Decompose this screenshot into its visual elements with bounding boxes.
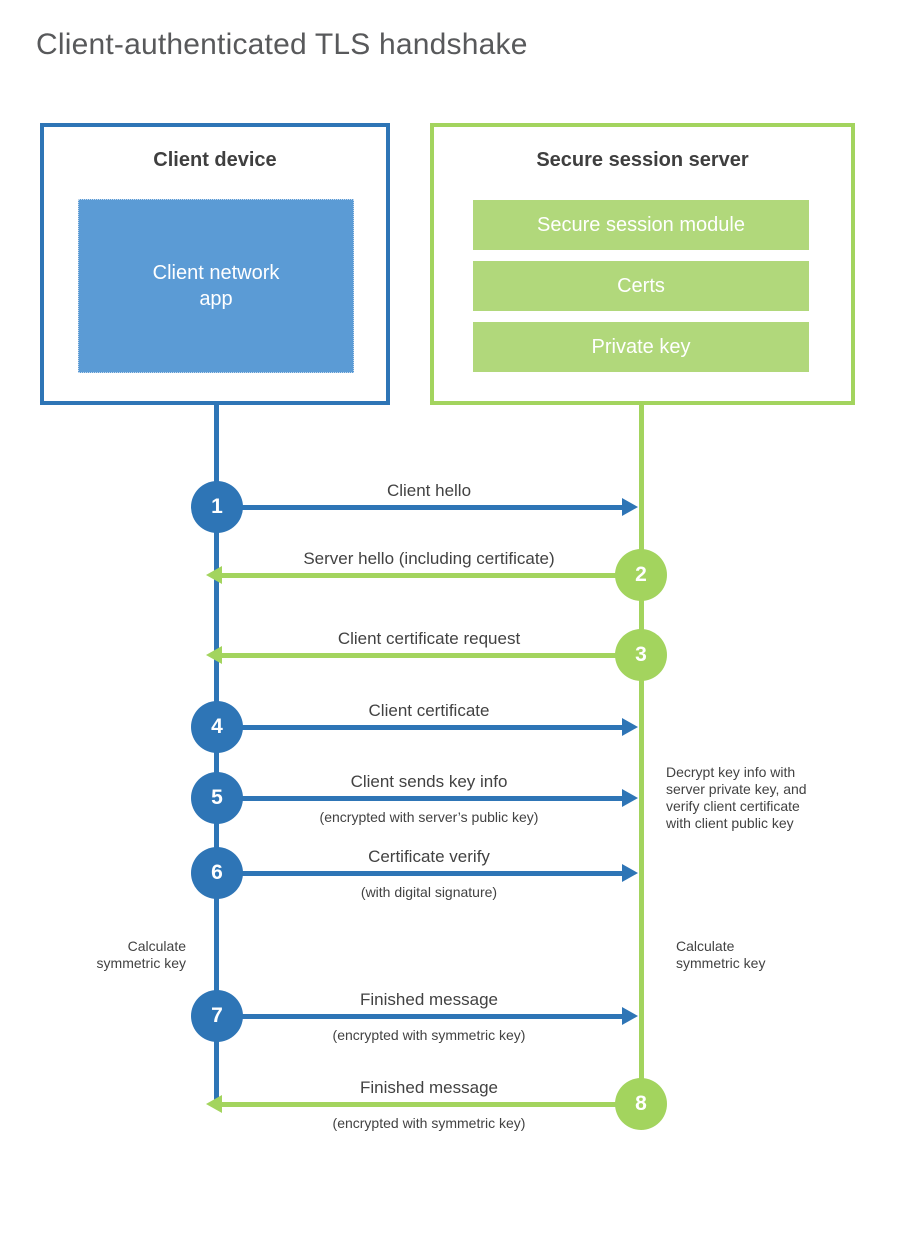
step3-arrowhead-left-icon: [206, 646, 222, 664]
decrypt-note-line: server private key, and: [666, 781, 807, 797]
step5-label: Client sends key info: [350, 772, 508, 791]
step3-arrow-line: [220, 653, 641, 658]
step6-arrow-line: [217, 871, 624, 876]
page-title: Client-authenticated TLS handshake: [36, 28, 528, 61]
step6-sublabel: (with digital signature): [360, 884, 498, 900]
step6-arrowhead-right-icon: [622, 864, 638, 882]
calc-note-line: Calculate: [127, 938, 186, 954]
step3-label: Client certificate request: [337, 629, 521, 648]
step6-label: Certificate verify: [368, 847, 490, 866]
client-lifeline: [214, 404, 219, 1104]
step8-sublabel: (encrypted with symmetric key): [332, 1115, 526, 1131]
step2-circle: 2: [615, 549, 667, 601]
client-network-app-box: Client network app: [78, 199, 354, 373]
step6-circle: 6: [191, 847, 243, 899]
server-module-certs: Certs: [473, 261, 809, 311]
decrypt-note-line: with client public key: [666, 815, 794, 831]
server-lifeline: [639, 404, 644, 1104]
decrypt-note: Decrypt key info with server private key…: [666, 764, 846, 832]
step4-arrow-line: [217, 725, 624, 730]
step8-label: Finished message: [360, 1078, 498, 1097]
step8-number: 8: [635, 1092, 647, 1115]
step2-label: Server hello (including certificate): [303, 549, 555, 568]
server-module-private-key: Private key: [473, 322, 809, 372]
decrypt-note-line: Decrypt key info with: [666, 764, 796, 780]
step4-number: 4: [211, 715, 223, 738]
step7-label: Finished message: [360, 990, 498, 1009]
step7-arrow-line: [217, 1014, 624, 1019]
step4-circle: 4: [191, 701, 243, 753]
step2-number: 2: [635, 563, 647, 586]
step2-arrow-line: [220, 573, 641, 578]
step5-arrowhead-right-icon: [622, 789, 638, 807]
step3-circle: 3: [615, 629, 667, 681]
step8-arrow-line: [220, 1102, 641, 1107]
step8-arrowhead-left-icon: [206, 1095, 222, 1113]
step5-number: 5: [211, 786, 223, 809]
client-device-heading: Client device: [153, 149, 277, 171]
step5-circle: 5: [191, 772, 243, 824]
step1-number: 1: [211, 495, 223, 518]
calculate-symmetric-key-note-client: Calculate symmetric key: [60, 938, 186, 972]
step5-arrow-line: [217, 796, 624, 801]
step1-arrowhead-right-icon: [622, 498, 638, 516]
step5-sublabel: (encrypted with server’s public key): [319, 809, 539, 825]
step7-circle: 7: [191, 990, 243, 1042]
step4-arrowhead-right-icon: [622, 718, 638, 736]
step7-number: 7: [211, 1004, 223, 1027]
calculate-symmetric-key-note-server: Calculate symmetric key: [676, 938, 806, 972]
step2-arrowhead-left-icon: [206, 566, 222, 584]
step1-arrow-line: [217, 505, 624, 510]
step6-number: 6: [211, 861, 223, 884]
step8-circle: 8: [615, 1078, 667, 1130]
step1-circle: 1: [191, 481, 243, 533]
step4-label: Client certificate: [368, 701, 490, 720]
step7-sublabel: (encrypted with symmetric key): [332, 1027, 526, 1043]
secure-session-server-heading: Secure session server: [536, 149, 749, 171]
step1-label: Client hello: [386, 481, 472, 500]
calc-note-line: Calculate: [676, 938, 735, 954]
step3-number: 3: [635, 643, 647, 666]
step7-arrowhead-right-icon: [622, 1007, 638, 1025]
server-module-secure-session: Secure session module: [473, 200, 809, 250]
calc-note-line: symmetric key: [96, 955, 186, 971]
calc-note-line: symmetric key: [676, 955, 766, 971]
decrypt-note-line: verify client certificate: [666, 798, 800, 814]
client-network-app-label: Client network app: [152, 262, 280, 310]
